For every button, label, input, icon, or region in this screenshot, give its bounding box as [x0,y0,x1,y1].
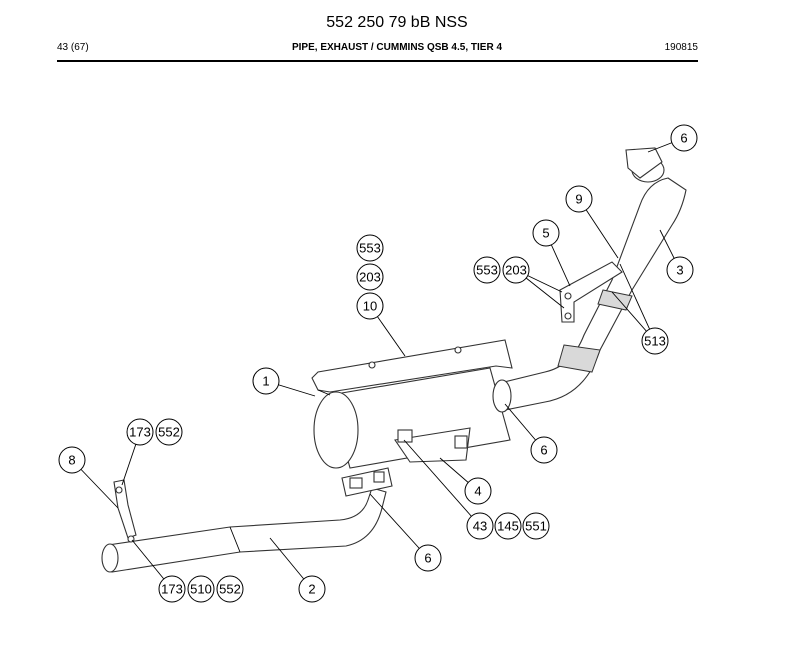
callout-513: 513 [641,327,669,355]
callout-552-bottom: 552 [216,575,244,603]
callout-43: 43 [466,512,494,540]
callout-203-right: 203 [502,256,530,284]
lower-pipe-part-2 [101,487,387,573]
svg-text:551: 551 [525,519,547,534]
svg-text:2: 2 [308,582,315,597]
svg-text:510: 510 [190,582,212,597]
callout-173-bottom: 173 [158,575,186,603]
callout-8: 8 [58,446,86,474]
svg-text:553: 553 [476,263,498,278]
callout-553-top: 553 [356,234,384,262]
header-rule [57,60,698,62]
callout-6-top: 6 [670,124,698,152]
svg-text:552: 552 [219,582,241,597]
svg-text:10: 10 [363,299,377,314]
svg-text:513: 513 [644,334,666,349]
clamp-part-6-lower [341,467,393,497]
callout-2: 2 [298,575,326,603]
document-number: 552 250 79 bB NSS [326,14,468,31]
svg-text:6: 6 [680,131,687,146]
page-number: 43 (67) [57,42,89,53]
document-date: 190815 [664,42,698,53]
svg-text:4: 4 [474,484,481,499]
callout-203-top: 203 [356,263,384,291]
svg-text:203: 203 [505,263,527,278]
callout-5: 5 [532,219,560,247]
svg-text:203: 203 [359,270,381,285]
svg-text:6: 6 [424,551,431,566]
bracket-part-8 [113,479,137,543]
svg-text:145: 145 [497,519,519,534]
svg-text:173: 173 [161,582,183,597]
bracket-part-5 [559,261,623,323]
svg-text:6: 6 [540,443,547,458]
svg-text:553: 553 [359,241,381,256]
callout-551: 551 [522,512,550,540]
page-title: PIPE, EXHAUST / CUMMINS QSB 4.5, TIER 4 [291,42,503,53]
callout-9: 9 [565,185,593,213]
svg-text:173: 173 [129,425,151,440]
callout-6-middle: 6 [530,436,558,464]
callout-552-top: 552 [155,418,183,446]
callout-553-right: 553 [473,256,501,284]
svg-text:552: 552 [158,425,180,440]
callout-4: 4 [464,477,492,505]
svg-text:43: 43 [473,519,487,534]
callout-510: 510 [187,575,215,603]
svg-text:5: 5 [542,226,549,241]
callout-173-top: 173 [126,418,154,446]
muffler-part-1 [311,339,513,469]
callout-6-lower: 6 [414,544,442,572]
svg-text:1: 1 [262,374,269,389]
svg-text:3: 3 [676,263,683,278]
callout-10: 10 [356,292,384,320]
callout-145: 145 [494,512,522,540]
svg-text:8: 8 [68,453,75,468]
callout-1: 1 [252,367,280,395]
callout-3: 3 [666,256,694,284]
svg-text:9: 9 [575,192,582,207]
